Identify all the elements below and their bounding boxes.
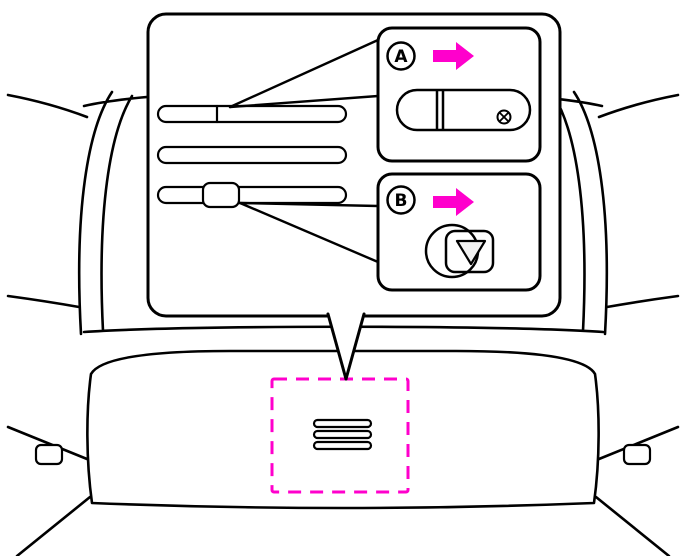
dashed-highlight-box bbox=[270, 377, 410, 494]
label-strip-3 bbox=[156, 185, 348, 205]
leader-line-a bbox=[228, 94, 380, 109]
label-strip-2 bbox=[156, 145, 348, 165]
screw-cross bbox=[499, 112, 509, 122]
close-button bbox=[444, 229, 495, 274]
callout-tail-edge bbox=[344, 312, 366, 381]
vent-bar bbox=[312, 429, 373, 440]
inset-b: B bbox=[376, 172, 542, 292]
callout-tail-fill bbox=[328, 313, 364, 380]
inset-b-label: B bbox=[395, 191, 408, 211]
key-slot-outline bbox=[395, 88, 532, 132]
right-corner-reflector bbox=[622, 443, 652, 466]
inset-a: A bbox=[376, 26, 542, 163]
leader-lines bbox=[228, 38, 380, 264]
strip-3-slider bbox=[201, 181, 241, 209]
callout-tail-edge bbox=[326, 312, 348, 381]
leader-line-a bbox=[228, 38, 380, 109]
vent-bar bbox=[312, 440, 373, 451]
label-strip-1 bbox=[156, 104, 348, 124]
vent-grille-icon bbox=[312, 418, 373, 451]
inset-a-badge-circle bbox=[386, 41, 416, 71]
inset-a-label: A bbox=[394, 47, 408, 67]
label-strips bbox=[156, 104, 348, 209]
vent-bar bbox=[312, 418, 373, 429]
leader-line-b bbox=[238, 201, 380, 208]
highlight-area bbox=[270, 377, 410, 494]
leader-line-b bbox=[238, 201, 380, 264]
inset-b-badge-circle bbox=[386, 185, 416, 215]
right-arrow-icon bbox=[433, 42, 474, 70]
left-corner-reflector bbox=[34, 443, 64, 466]
triangle-icon bbox=[455, 239, 487, 266]
right-arrow-icon bbox=[433, 188, 474, 216]
